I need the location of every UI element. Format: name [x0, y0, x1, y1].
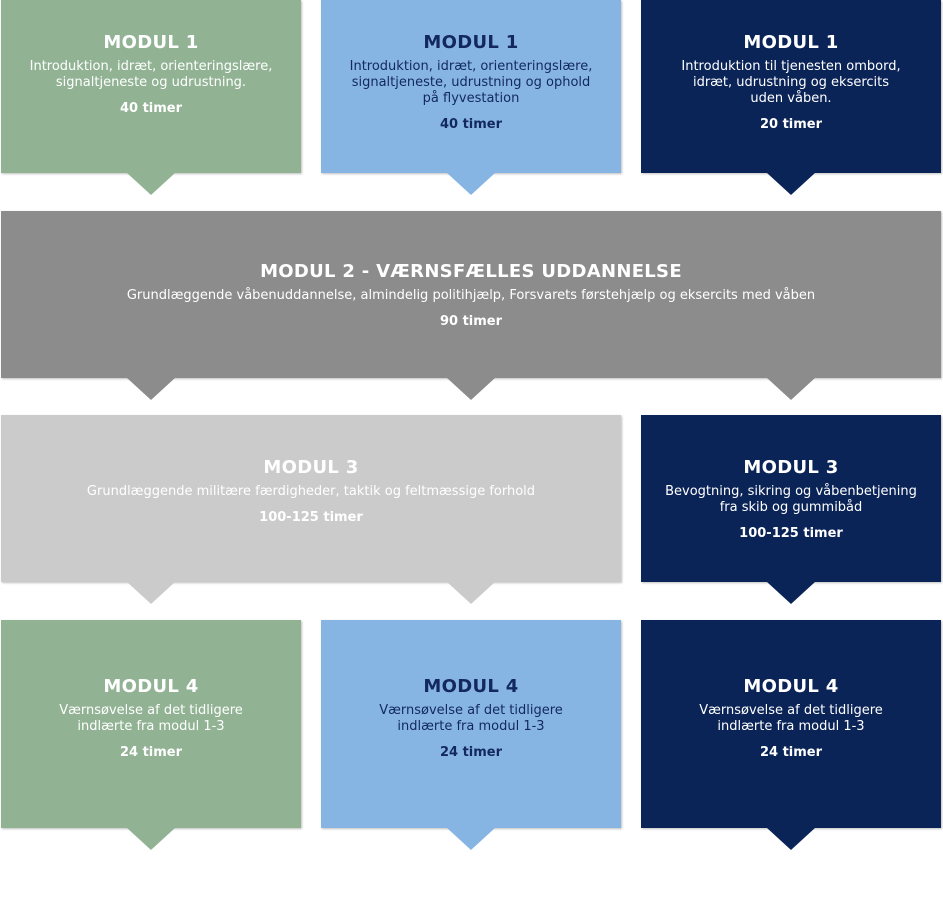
- module-description: Værnsøvelse af det tidligere indlærte fr…: [699, 703, 883, 734]
- arrow-down: [447, 378, 495, 400]
- module-title: MODUL 3: [263, 457, 359, 478]
- module-description: Introduktion til tjenesten ombord, idræt…: [681, 59, 901, 106]
- module-title: MODUL 4: [743, 676, 839, 697]
- arrow-down: [447, 173, 495, 195]
- arrow-down: [767, 378, 815, 400]
- arrow-down: [447, 828, 495, 850]
- module-description: Værnsøvelse af det tidligere indlærte fr…: [379, 703, 563, 734]
- module-description: Introduktion, idræt, orienteringslære, s…: [349, 59, 593, 106]
- module-description: Grundlæggende våbenuddannelse, almindeli…: [126, 288, 816, 303]
- module-description: Bevogtning, sikring og våbenbetjening fr…: [665, 484, 917, 515]
- arrow-down: [127, 378, 175, 400]
- module-hours: 20 timer: [759, 117, 823, 132]
- arrow-down: [767, 828, 815, 850]
- modul1-box-green: MODUL 1 Introduktion, idræt, orientering…: [1, 0, 301, 173]
- module-description: Grundlæggende militære færdigheder, takt…: [86, 484, 536, 499]
- module-title: MODUL 4: [423, 676, 519, 697]
- module-title: MODUL 2 - VÆRNSFÆLLES UDDANNELSE: [260, 261, 682, 282]
- module-title: MODUL 1: [423, 32, 519, 53]
- module-title: MODUL 4: [103, 676, 199, 697]
- module-hours: 100-125 timer: [259, 510, 363, 525]
- modul3-box-navy: MODUL 3 Bevogtning, sikring og våbenbetj…: [641, 415, 941, 582]
- module-hours: 90 timer: [439, 314, 503, 329]
- modul1-box-navy: MODUL 1 Introduktion til tjenesten ombor…: [641, 0, 941, 173]
- module-title: MODUL 1: [103, 32, 199, 53]
- module-description: Introduktion, idræt, orienteringslære, s…: [29, 59, 273, 90]
- arrow-down: [767, 582, 815, 604]
- arrow-down: [127, 582, 175, 604]
- arrow-down: [127, 828, 175, 850]
- module-hours: 100-125 timer: [739, 526, 843, 541]
- module-description: Værnsøvelse af det tidligere indlærte fr…: [59, 703, 243, 734]
- modul4-box-lightblue: MODUL 4 Værnsøvelse af det tidligere ind…: [321, 620, 621, 828]
- module-title: MODUL 1: [743, 32, 839, 53]
- arrow-down: [447, 582, 495, 604]
- module-title: MODUL 3: [743, 457, 839, 478]
- modul3-box-lightgray: MODUL 3 Grundlæggende militære færdighed…: [1, 415, 621, 582]
- module-hours: 40 timer: [439, 117, 503, 132]
- arrow-down: [767, 173, 815, 195]
- module-hours: 40 timer: [119, 101, 183, 116]
- modul4-box-navy: MODUL 4 Værnsøvelse af det tidligere ind…: [641, 620, 941, 828]
- module-hours: 24 timer: [439, 745, 503, 760]
- modul4-box-green: MODUL 4 Værnsøvelse af det tidligere ind…: [1, 620, 301, 828]
- module-hours: 24 timer: [759, 745, 823, 760]
- modul2-box-gray: MODUL 2 - VÆRNSFÆLLES UDDANNELSE Grundlæ…: [1, 211, 941, 378]
- arrow-down: [127, 173, 175, 195]
- modul1-box-lightblue: MODUL 1 Introduktion, idræt, orientering…: [321, 0, 621, 173]
- module-hours: 24 timer: [119, 745, 183, 760]
